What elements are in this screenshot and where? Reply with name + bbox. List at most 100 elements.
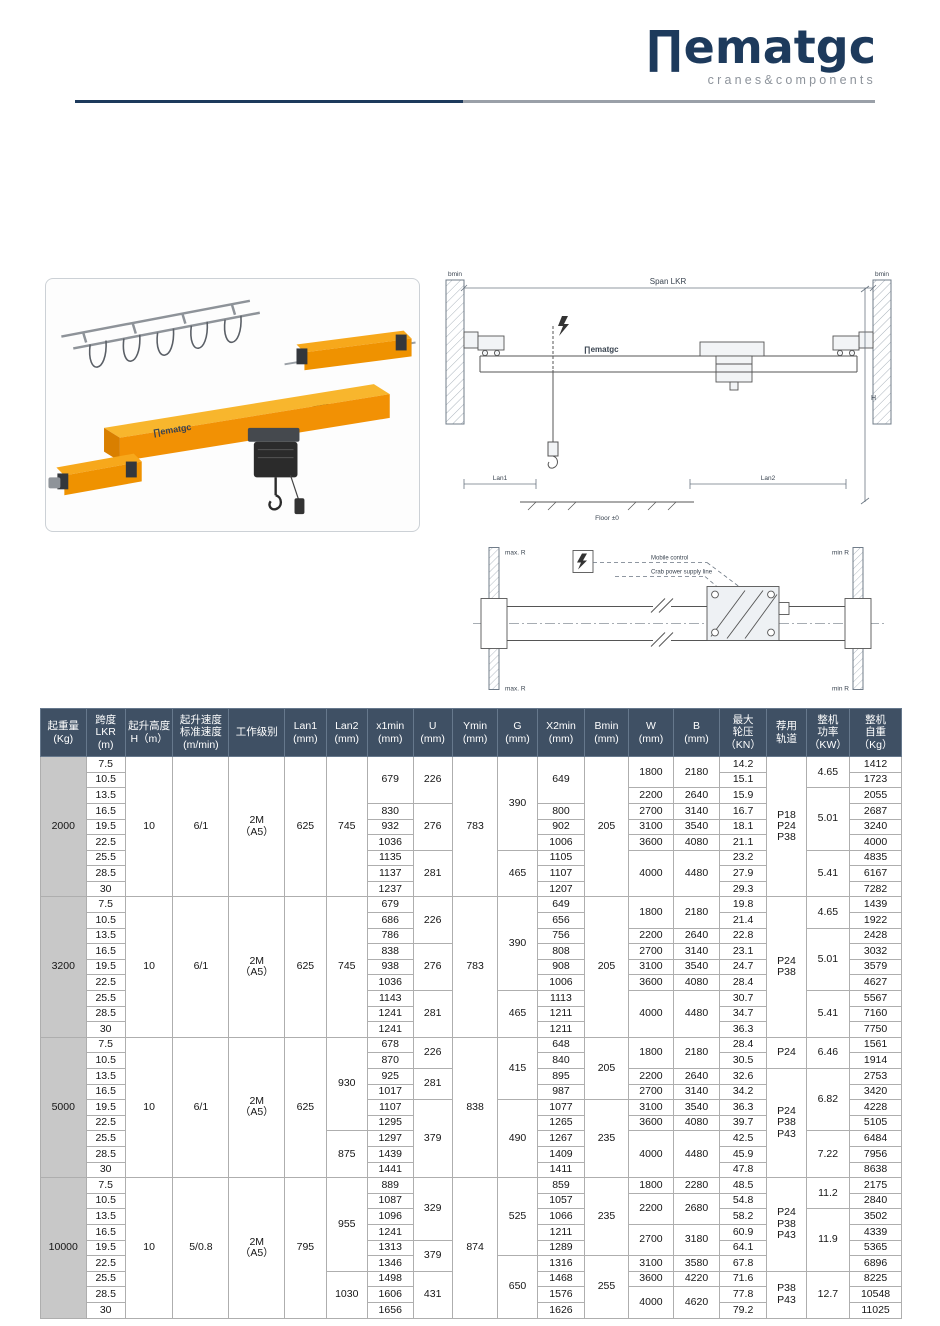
cell-weight: 4000 [849, 834, 902, 851]
cell-x2min: 1316 [536, 1255, 586, 1272]
power-feed-box [572, 550, 594, 573]
cell-wheel-load: 24.7 [718, 958, 768, 976]
cell-x2min: 1107 [536, 865, 586, 882]
brand-tagline: cranes&components [707, 73, 876, 87]
cell-power: 5.01 [805, 927, 851, 992]
cell-x2min: 1006 [536, 834, 586, 851]
front-view-svg: Span LKR bmin bmin ∏ematgc [445, 271, 892, 522]
cell-ymin: 874 [451, 1177, 499, 1319]
cell-w: 2200 [627, 927, 675, 945]
cell-bmin: 235 [584, 1099, 629, 1179]
cell-w: 3100 [627, 1099, 675, 1116]
cell-wheel-load: 30.5 [718, 1052, 768, 1069]
cell-height: 10 [124, 756, 174, 898]
cell-capacity: 3200 [40, 896, 87, 1038]
cell-w: 3100 [627, 818, 675, 836]
cell-weight: 2428 [849, 927, 902, 945]
cell-wheel-load: 30.7 [718, 990, 768, 1007]
cell-b: 2180 [673, 1036, 720, 1070]
column-header: 跨度 LKR (m) [85, 707, 126, 758]
rear-end-carriage [284, 330, 416, 371]
cell-span: 22.5 [85, 974, 126, 992]
cell-x2min: 1066 [536, 1208, 586, 1225]
cell-u: 431 [412, 1270, 453, 1319]
cell-g: 490 [497, 1099, 538, 1179]
column-header: Bmin (mm) [584, 707, 629, 758]
cell-x1min: 1135 [366, 849, 414, 867]
cell-x2min: 756 [536, 927, 586, 945]
bridge-girder [479, 355, 858, 373]
cell-span: 19.5 [85, 958, 126, 976]
height-label: H [871, 395, 876, 402]
cell-lan1: 625 [284, 1036, 327, 1179]
girder-logo-label: ∏ematgc [584, 345, 619, 354]
cell-w: 2700 [627, 1083, 675, 1101]
column-header: 荐用 轨道 [766, 707, 807, 758]
cell-x2min: 649 [536, 756, 586, 804]
lan1-label: Lan1 [493, 475, 508, 482]
cell-w: 2700 [627, 802, 675, 820]
cell-power: 11.2 [805, 1177, 851, 1210]
cell-x2min: 987 [536, 1083, 586, 1101]
cell-weight: 7956 [849, 1145, 902, 1163]
cell-x2min: 908 [536, 958, 586, 976]
cell-weight: 1914 [849, 1052, 902, 1069]
cell-wheel-load: 77.8 [718, 1286, 768, 1303]
cell-weight: 3502 [849, 1208, 902, 1225]
cell-wheel-load: 34.7 [718, 1005, 768, 1023]
cell-x1min: 1241 [366, 1223, 414, 1241]
cell-w: 4000 [627, 1130, 675, 1179]
cell-span: 10.5 [85, 771, 126, 789]
cell-rail: P24 P38 P43 [766, 1177, 807, 1272]
left-end-carriage-plan [480, 598, 508, 649]
cell-w: 1800 [627, 896, 675, 929]
cell-span: 16.5 [85, 1223, 126, 1241]
column-header: W (mm) [627, 707, 675, 758]
travel-motor [48, 477, 61, 489]
cell-capacity: 10000 [40, 1177, 87, 1319]
cell-height: 10 [124, 1177, 174, 1319]
cell-b: 2640 [673, 927, 720, 945]
cell-power: 7.22 [805, 1130, 851, 1179]
cell-rail: P38 P43 [766, 1270, 807, 1319]
cell-b: 2180 [673, 756, 720, 789]
column-header: G (mm) [497, 707, 538, 758]
cell-x2min: 1211 [536, 1021, 586, 1038]
column-header: X2min (mm) [536, 707, 586, 758]
cell-span: 30 [85, 1021, 126, 1038]
cell-power: 5.41 [805, 849, 851, 898]
cell-span: 28.5 [85, 865, 126, 882]
cell-wheel-load: 34.2 [718, 1083, 768, 1101]
cell-x1min: 679 [366, 896, 414, 914]
bmin-left-label: bmin [448, 271, 462, 278]
column-header: Lan2 (mm) [325, 707, 368, 758]
cell-rail: P18 P24 P38 [766, 756, 807, 898]
cell-speed: 6/1 [172, 896, 230, 1038]
cell-span: 22.5 [85, 834, 126, 851]
cell-u: 379 [412, 1239, 453, 1272]
cell-wheel-load: 48.5 [718, 1177, 768, 1194]
column-header: Ymin (mm) [451, 707, 499, 758]
cell-weight: 6484 [849, 1130, 902, 1147]
power-symbol-icon [558, 316, 569, 336]
cell-weight: 11025 [849, 1301, 902, 1319]
cell-span: 28.5 [85, 1145, 126, 1163]
cell-x1min: 1313 [366, 1239, 414, 1257]
cell-lan2: 930 [325, 1036, 368, 1132]
header-divider [75, 100, 875, 103]
cell-weight: 3240 [849, 818, 902, 836]
pendant-control [294, 498, 305, 515]
cell-w: 3600 [627, 974, 675, 992]
cell-u: 379 [412, 1099, 453, 1179]
cell-wheel-load: 39.7 [718, 1114, 768, 1132]
cell-w: 1800 [627, 1036, 675, 1070]
